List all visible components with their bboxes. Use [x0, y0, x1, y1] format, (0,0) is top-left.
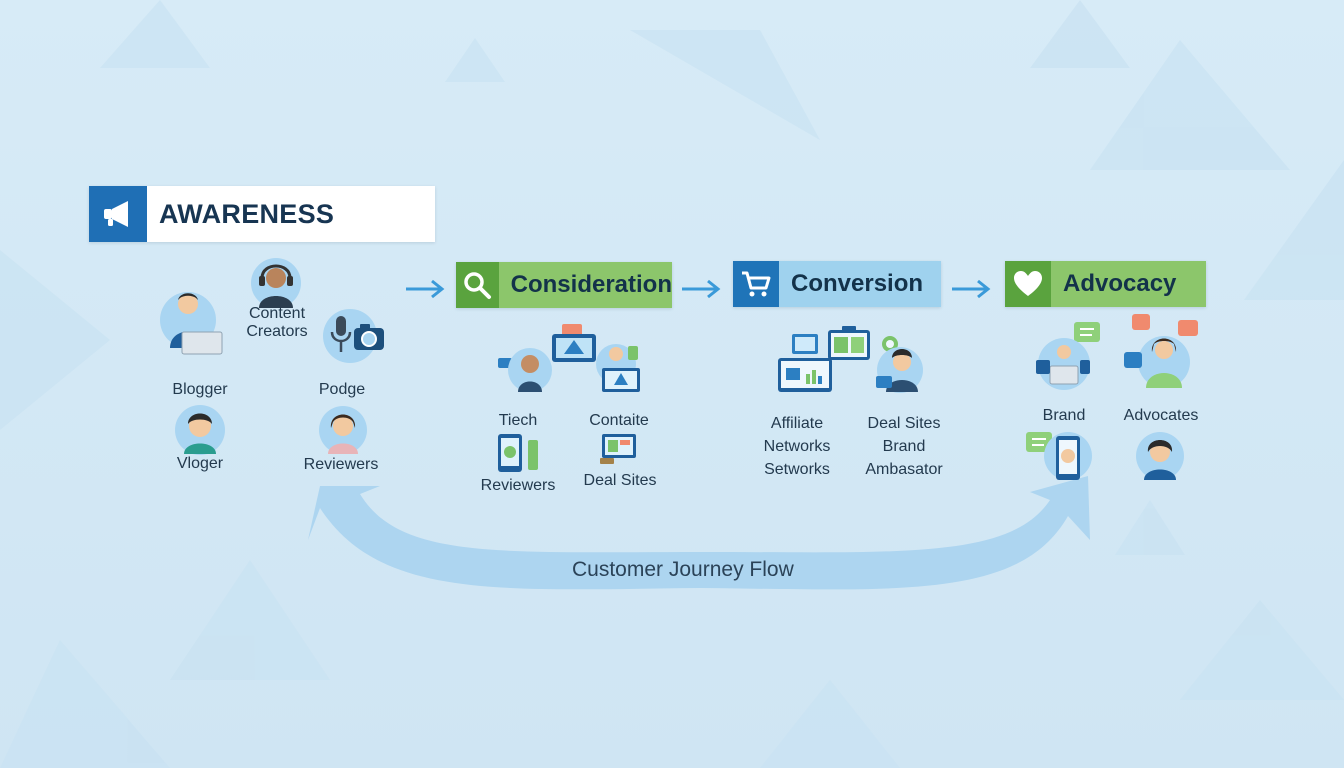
arrow-conversion-to-advocacy [952, 279, 991, 299]
label-content-creators: Content Creators [246, 305, 308, 340]
tech-reviewer-avatar-icon [498, 348, 552, 392]
stage-label-advocacy: Advocacy [1063, 270, 1177, 297]
magnifier-icon [456, 262, 499, 308]
brand-laptop-icon [1036, 322, 1100, 390]
label-tiech: Tiech [498, 412, 538, 429]
deal-sites-dashboard-icon [828, 326, 870, 360]
reviewer-avatar-icon [319, 406, 367, 454]
stage-header-advocacy: Advocacy [1005, 261, 1206, 307]
label-awareness-reviewers: Reviewers [303, 456, 379, 473]
content-creator-headset-icon [251, 258, 301, 308]
blogger-avatar-icon [160, 292, 223, 355]
label-blogger: Blogger [172, 381, 228, 398]
affiliate-dashboard-icon [778, 334, 832, 392]
laptop-screen-icon [552, 324, 596, 362]
deal-sites-screen-icon [600, 434, 636, 464]
stage-header-conversion: Conversion [733, 261, 941, 307]
content-creator-screen-icon [596, 344, 640, 392]
label-consideration-reviewers: Reviewers [480, 477, 556, 494]
brand-ambassador-avatar-icon [876, 336, 923, 393]
label-deal-sites-brand-ambassador: Deal Sites Brand Ambasator [865, 415, 943, 478]
heart-icon [1005, 261, 1051, 307]
advocate-social-icon [1124, 314, 1198, 388]
stage-header-awareness: AWARENESS [89, 186, 435, 242]
arrow-consideration-to-conversion [682, 279, 721, 299]
phone-review-icon [498, 434, 538, 472]
vlogger-avatar-icon [175, 405, 225, 455]
podcast-mic-camera-icon [323, 309, 384, 363]
label-advocates: Advocates [1123, 407, 1199, 424]
arrow-awareness-to-consideration [406, 279, 445, 299]
advocate-avatar-icon [1136, 432, 1184, 480]
label-vloger: Vloger [176, 455, 224, 472]
flow-label: Customer Journey Flow [572, 558, 794, 581]
label-contaite: Contaite [589, 412, 649, 429]
label-brand: Brand [1042, 407, 1086, 424]
label-podge: Podge [318, 381, 366, 398]
stage-header-consideration: Consideration [456, 262, 672, 308]
brand-phone-chat-icon [1026, 432, 1092, 480]
megaphone-icon [89, 186, 147, 242]
shopping-cart-icon [733, 261, 779, 307]
stage-label-conversion: Conversion [791, 270, 924, 297]
stage-label-consideration: Consideration [510, 271, 672, 298]
label-affiliate-networks: Affiliate Networks Setworks [763, 415, 831, 478]
label-consideration-deal-sites: Deal Sites [583, 472, 657, 489]
stage-label-awareness: AWARENESS [159, 198, 335, 229]
